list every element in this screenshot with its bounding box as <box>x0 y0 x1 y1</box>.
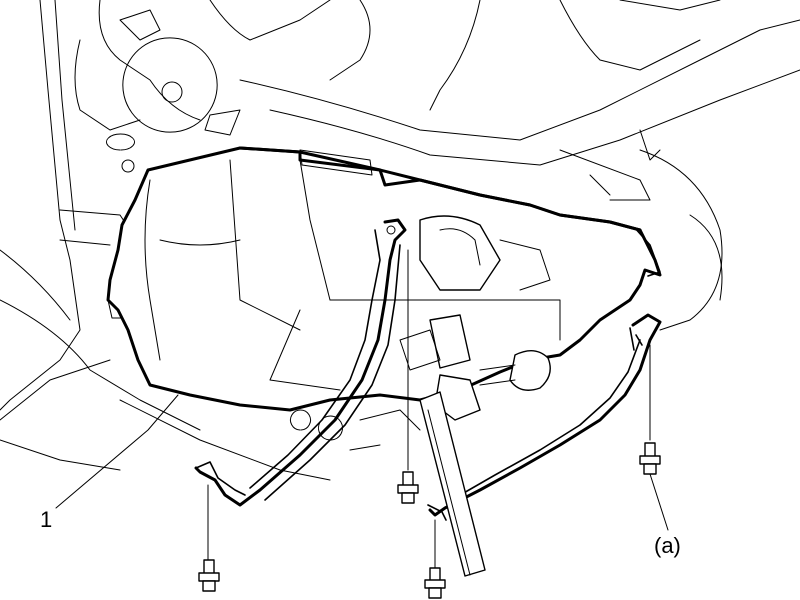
fuel-tank-icon <box>106 146 662 451</box>
bolt-center <box>397 249 419 504</box>
strap-icon <box>194 146 662 521</box>
part-number-label: 1 <box>40 507 53 532</box>
bolt-bottom <box>424 519 446 599</box>
vehicle-underbody <box>0 0 800 481</box>
bolt-icon <box>198 249 669 599</box>
propeller-shaft <box>419 391 486 577</box>
bolt-left <box>198 484 220 592</box>
leader-line-1 <box>55 394 179 509</box>
callout-label-a: (a) <box>654 533 681 558</box>
bolt-a <box>639 344 669 531</box>
